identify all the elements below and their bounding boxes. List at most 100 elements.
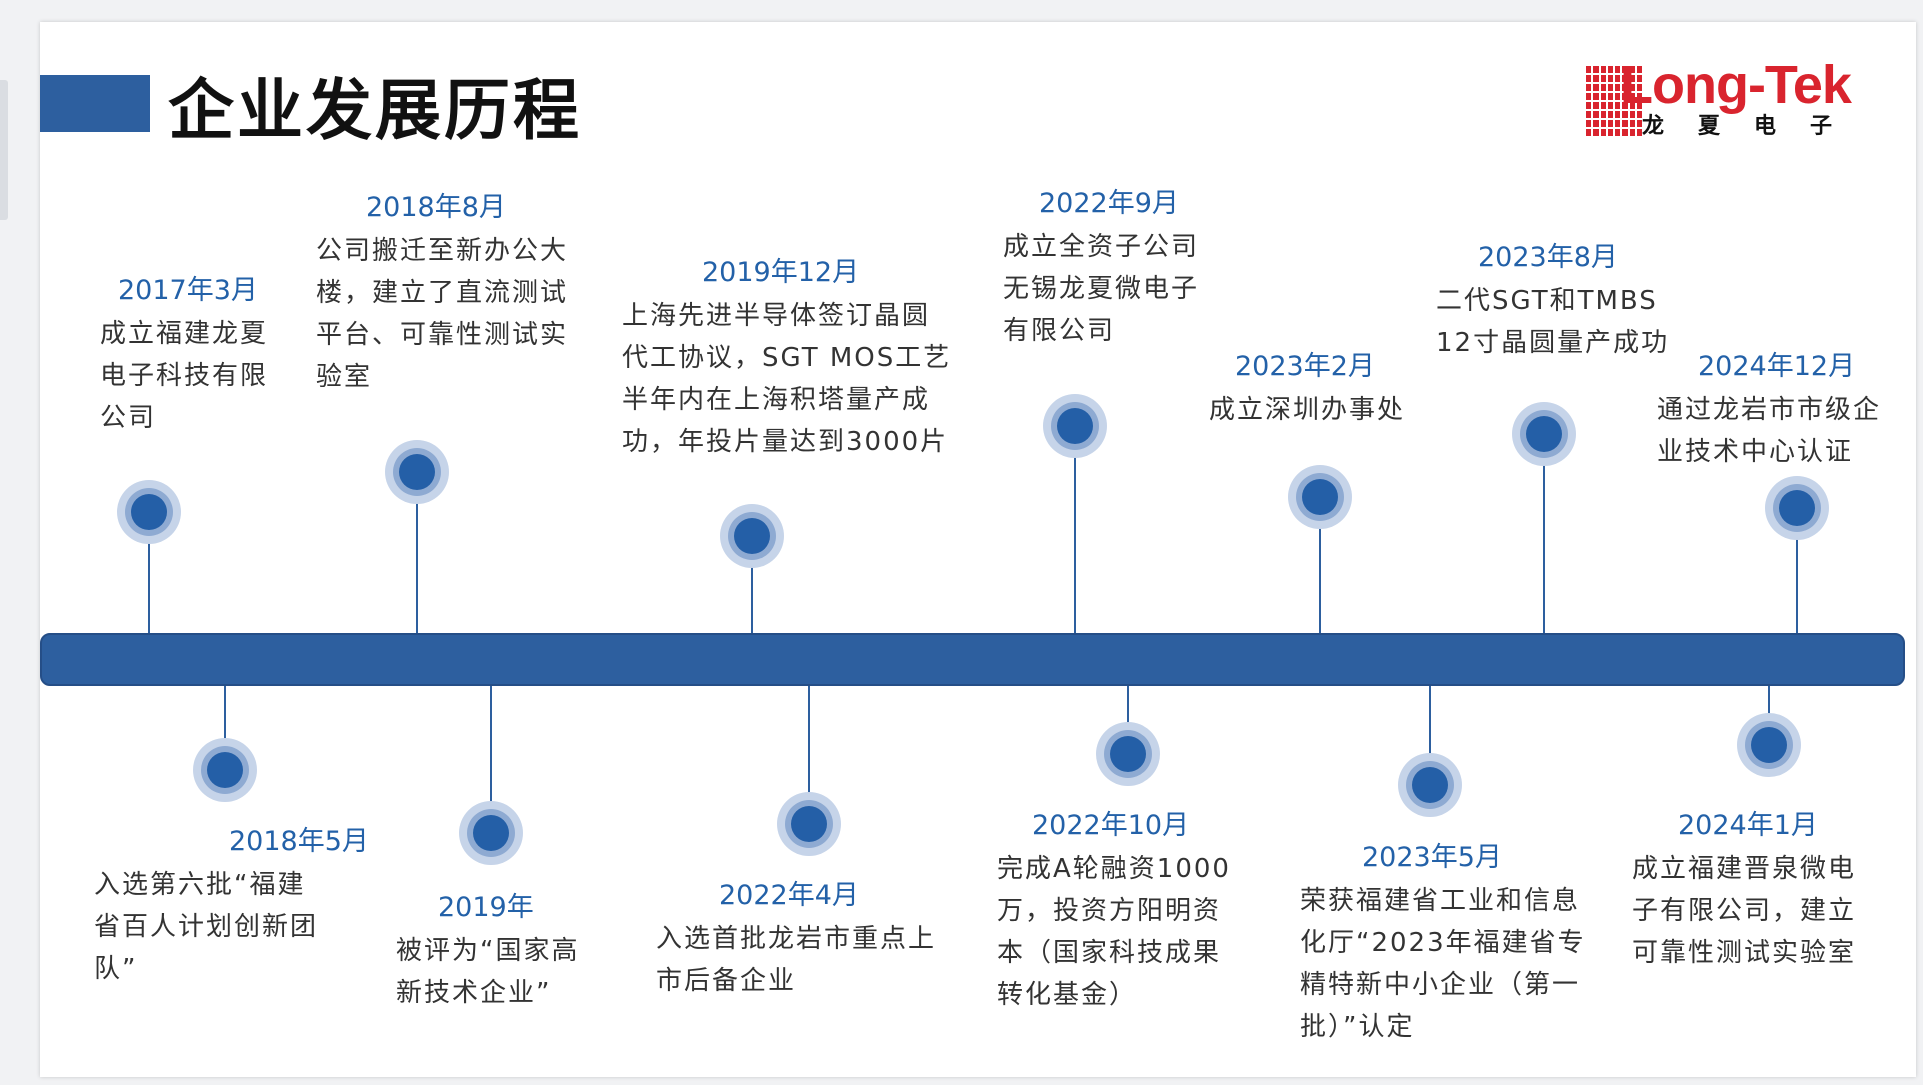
- event-description: 成立深圳办事处: [1209, 389, 1405, 431]
- event-description-line: 半年内在上海积塔量产成: [622, 385, 931, 416]
- event-description-line: 转化基金）: [997, 980, 1138, 1011]
- timeline-event: 2023年5月荣获福建省工业和信息化厅“2023年福建省专精特新中小企业（第一批…: [1300, 842, 1586, 1048]
- event-description: 成立福建龙夏电子科技有限公司: [100, 313, 268, 439]
- timeline-node-icon: [385, 440, 449, 504]
- event-date: 2023年5月: [1362, 842, 1502, 873]
- timeline-event: 2024年1月成立福建晋泉微电子有限公司，建立可靠性测试实验室: [1632, 810, 1856, 974]
- event-description-line: 代工协议，SGT MOS工艺: [622, 343, 952, 374]
- timeline-node-icon: [459, 801, 523, 865]
- timeline-event: 2019年12月上海先进半导体签订晶圆代工协议，SGT MOS工艺半年内在上海积…: [622, 257, 951, 463]
- event-date: 2022年9月: [1039, 188, 1179, 219]
- event-description-line: 省百人计划创新团: [94, 912, 319, 943]
- timeline-event: 2023年2月成立深圳办事处: [1209, 351, 1405, 431]
- event-description-line: 成立福建晋泉微电: [1632, 854, 1857, 885]
- company-logo: Long-Tek 龙 夏 电 子: [1586, 55, 1852, 142]
- event-date: 2024年12月: [1698, 351, 1856, 382]
- timeline-connector: [1127, 686, 1129, 754]
- timeline-event: 2022年4月入选首批龙岩市重点上市后备企业: [656, 880, 936, 1002]
- slide: [40, 22, 1916, 1077]
- event-description: 入选第六批“福建省百人计划创新团队”: [94, 864, 369, 990]
- event-description-line: 入选第六批“福建: [94, 870, 306, 901]
- event-description-line: 新技术企业”: [396, 978, 552, 1009]
- title-accent-bar: [40, 75, 150, 132]
- event-description-line: 12寸晶圆量产成功: [1436, 328, 1670, 359]
- event-description-line: 通过龙岩市市级企: [1657, 395, 1882, 426]
- event-description-line: 成立全资子公司: [1003, 232, 1200, 263]
- logo-dot-grid-icon: [1586, 66, 1642, 136]
- event-description-line: 业技术中心认证: [1657, 437, 1854, 468]
- event-description-line: 化厅“2023年福建省专: [1300, 928, 1586, 959]
- event-description-line: 无锡龙夏微电子: [1003, 274, 1200, 305]
- event-description-line: 功，年投片量达到3000片: [622, 427, 949, 458]
- event-date: 2017年3月: [118, 275, 258, 306]
- timeline-node-icon: [1398, 753, 1462, 817]
- event-description: 成立福建晋泉微电子有限公司，建立可靠性测试实验室: [1632, 848, 1856, 974]
- event-date: 2023年8月: [1478, 242, 1618, 273]
- event-description-line: 精特新中小企业（第一: [1300, 970, 1581, 1001]
- logo-sub-char: 子: [1809, 114, 1832, 139]
- event-description-line: 队”: [94, 954, 138, 985]
- event-description-line: 二代SGT和TMBS: [1436, 286, 1658, 317]
- event-description-line: 公司搬迁至新办公大: [316, 236, 569, 267]
- timeline-node-icon: [1043, 394, 1107, 458]
- event-description-line: 子有限公司，建立: [1632, 896, 1857, 927]
- logo-subtitle: 龙 夏 电 子: [1642, 108, 1832, 140]
- timeline-event: 2017年3月成立福建龙夏电子科技有限公司: [100, 275, 268, 439]
- timeline-node-icon: [777, 792, 841, 856]
- logo-sub-char: 龙: [1642, 114, 1665, 139]
- page-title: 企业发展历程: [168, 71, 582, 149]
- timeline-event: 2018年5月入选第六批“福建省百人计划创新团队”: [94, 826, 369, 990]
- timeline-connector: [416, 472, 418, 633]
- event-date: 2024年1月: [1678, 810, 1818, 841]
- event-date: 2022年4月: [719, 880, 859, 911]
- timeline-node-icon: [117, 480, 181, 544]
- timeline-node-icon: [1288, 465, 1352, 529]
- event-description-line: 批）”认定: [1300, 1012, 1415, 1043]
- event-description: 公司搬迁至新办公大楼，建立了直流测试平台、可靠性测试实验室: [316, 230, 568, 398]
- timeline-connector: [224, 686, 226, 770]
- timeline-node-icon: [193, 738, 257, 802]
- event-date: 2019年12月: [702, 257, 860, 288]
- timeline-node-icon: [1096, 722, 1160, 786]
- timeline-node-icon: [720, 504, 784, 568]
- timeline-event: 2023年8月二代SGT和TMBS 12寸晶圆量产成功: [1436, 242, 1669, 364]
- timeline-connector: [1319, 497, 1321, 633]
- timeline-event: 2019年被评为“国家高新技术企业”: [396, 892, 579, 1014]
- timeline-node-icon: [1737, 713, 1801, 777]
- event-description: 入选首批龙岩市重点上市后备企业: [656, 918, 936, 1002]
- logo-sub-char: 电: [1753, 114, 1776, 139]
- event-description-line: 验室: [316, 362, 373, 393]
- timeline-event: 2022年9月成立全资子公司无锡龙夏微电子有限公司: [1003, 188, 1199, 352]
- event-description-line: 万，投资方阳明资: [997, 896, 1222, 927]
- event-date: 2022年10月: [1032, 810, 1190, 841]
- logo-sub-char: 夏: [1697, 114, 1720, 139]
- timeline-connector: [490, 686, 492, 833]
- event-description: 通过龙岩市市级企业技术中心认证: [1657, 389, 1881, 473]
- event-description-line: 完成A轮融资1000: [997, 854, 1231, 885]
- event-description-line: 市后备企业: [656, 966, 797, 997]
- timeline-connector: [808, 686, 810, 824]
- event-description-line: 电子科技有限: [100, 361, 269, 392]
- timeline-connector: [1074, 426, 1076, 633]
- event-description-line: 入选首批龙岩市重点上: [656, 924, 937, 955]
- event-description: 成立全资子公司无锡龙夏微电子有限公司: [1003, 226, 1199, 352]
- event-date: 2019年: [438, 892, 534, 923]
- timeline-bar: [40, 633, 1905, 686]
- event-description-line: 公司: [100, 403, 157, 434]
- timeline-connector: [148, 512, 150, 633]
- timeline-event: 2024年12月通过龙岩市市级企业技术中心认证: [1657, 351, 1881, 473]
- timeline-node-icon: [1765, 476, 1829, 540]
- event-description-line: 成立深圳办事处: [1209, 395, 1406, 426]
- event-description: 荣获福建省工业和信息化厅“2023年福建省专精特新中小企业（第一批）”认定: [1300, 880, 1586, 1048]
- scrollbar-edge[interactable]: [0, 80, 8, 220]
- event-description: 被评为“国家高新技术企业”: [396, 930, 579, 1014]
- event-description-line: 可靠性测试实验室: [1632, 938, 1857, 969]
- event-description-line: 平台、可靠性测试实: [316, 320, 569, 351]
- timeline-connector: [1796, 508, 1798, 633]
- logo-text: Long-Tek: [1620, 55, 1852, 115]
- timeline-event: 2018年8月公司搬迁至新办公大楼，建立了直流测试平台、可靠性测试实验室: [316, 192, 568, 398]
- event-date: 2023年2月: [1235, 351, 1375, 382]
- event-description-line: 有限公司: [1003, 316, 1116, 347]
